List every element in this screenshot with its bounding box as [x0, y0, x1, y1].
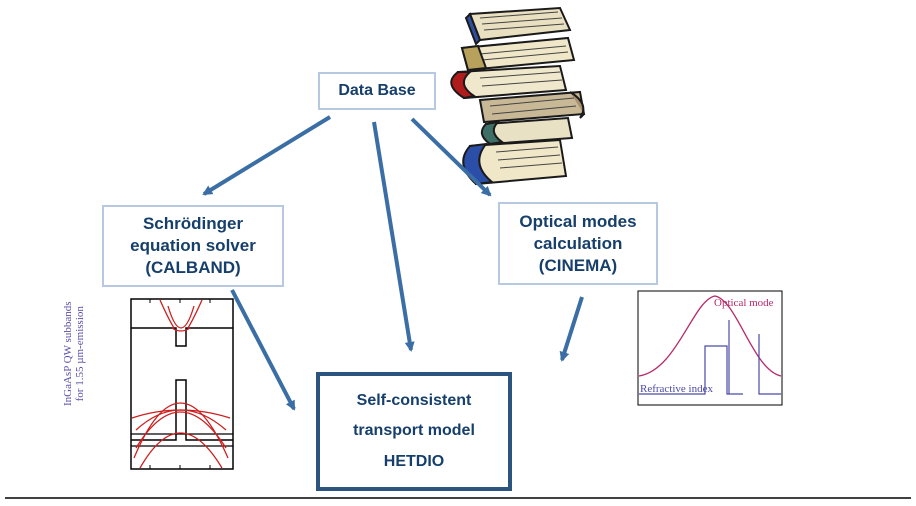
- optical-line3: (CINEMA): [538, 255, 618, 275]
- optical-line2: calculation: [533, 233, 623, 253]
- optical-line1: Optical modes: [519, 211, 637, 231]
- schrodinger-line2: equation solver: [130, 236, 256, 255]
- optical-modes-box: Optical modes calculation (CINEMA): [498, 202, 658, 285]
- arrow-schrodinger-to-selfconsistent: [230, 289, 296, 411]
- optical-mode-label: Optical mode: [714, 297, 774, 309]
- arrow-db-to-schrodinger: [202, 115, 332, 196]
- stack-of-books-icon: [450, 6, 586, 186]
- arrow-db-to-selfconsistent: [372, 121, 415, 352]
- selfconsistent-line2: transport model: [353, 422, 475, 440]
- self-consistent-model-box: Self-consistent transport model HETDIO: [316, 372, 512, 491]
- database-label: Data Base: [338, 82, 416, 99]
- arrow-optical-to-selfconsistent: [559, 296, 584, 362]
- database-box: Data Base: [318, 72, 436, 110]
- optical-mode-plot: [637, 290, 783, 406]
- subband-plot-ylabel: InGaAsP QW subbands for 1.55 µm-emission: [62, 302, 86, 407]
- ylabel-line1: InGaAsP QW subbands: [62, 301, 74, 407]
- schrodinger-solver-box: Schrödinger equation solver (CALBAND): [102, 205, 284, 287]
- refractive-index-label: Refractive index: [640, 383, 713, 395]
- selfconsistent-line1: Self-consistent: [356, 392, 472, 410]
- selfconsistent-line3: HETDIO: [383, 452, 445, 470]
- subband-plot: [130, 298, 234, 470]
- schrodinger-line1: Schrödinger: [142, 214, 244, 233]
- arrow-db-to-optical: [410, 117, 492, 197]
- schrodinger-line3: (CALBAND): [145, 258, 241, 277]
- ylabel-line2: for 1.55 µm-emission: [74, 306, 86, 402]
